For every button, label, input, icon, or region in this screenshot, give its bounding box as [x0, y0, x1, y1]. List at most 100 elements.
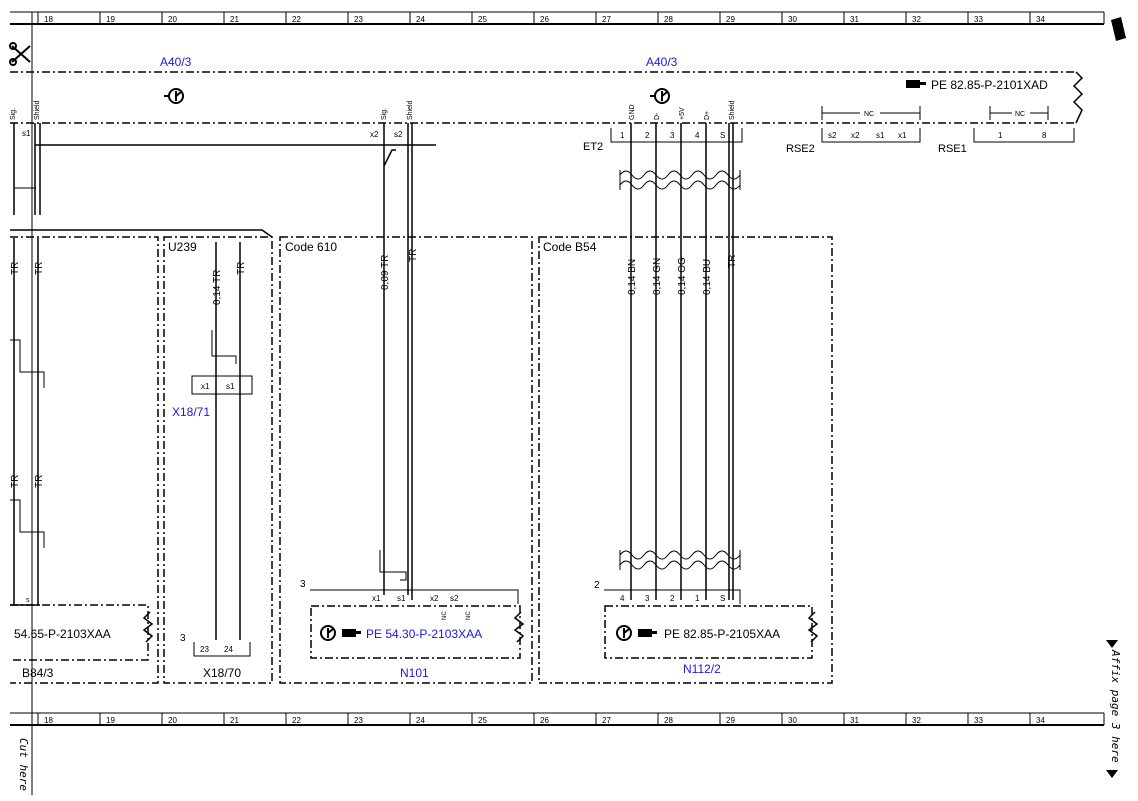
- svg-text:23: 23: [200, 645, 209, 654]
- ruler-number: 22: [292, 15, 301, 24]
- n112-pin: 2: [670, 594, 675, 603]
- n101-pe-reference: PE 54.30-P-2103XAA: [366, 627, 482, 641]
- top-left-pins: Sig. Shield s1: [10, 100, 41, 138]
- x18-71-label: X18/71: [172, 405, 210, 419]
- ruler-number: 25: [478, 15, 487, 24]
- x18-70-num: 3: [180, 633, 186, 644]
- break-markers: [142, 611, 819, 643]
- svg-text:TR: TR: [34, 475, 45, 488]
- rse1-nc-label: NC: [1015, 111, 1025, 118]
- module-a40-label-right: A40/3: [646, 55, 678, 69]
- svg-text:Shield: Shield: [34, 100, 41, 120]
- ruler-number: 21: [230, 15, 239, 24]
- pe-top-reference: PE 82.85-P-2101XAD: [931, 78, 1048, 92]
- et2-pin-number: 2: [645, 131, 650, 140]
- module-a40-label-left: A40/3: [160, 55, 192, 69]
- n101-label: N101: [400, 666, 429, 680]
- rse2-pin: x1: [898, 131, 907, 140]
- x18-70-connector: [193, 642, 251, 657]
- pointing-hand-icon: [906, 80, 926, 88]
- svg-text:x1: x1: [201, 382, 210, 391]
- ruler-number: 24: [416, 716, 425, 725]
- ruler-number: 19: [106, 716, 115, 725]
- ruler-number: 30: [788, 716, 797, 725]
- rse2-pin: x2: [851, 131, 860, 140]
- x18-70-label: X18/70: [203, 666, 241, 680]
- et2-pin-number: 4: [695, 131, 700, 140]
- left-group-name: B84/3: [22, 666, 54, 680]
- module-icon: [616, 625, 632, 641]
- module-icon: [320, 625, 336, 641]
- left-group-pe-reference: 54.65-P-2103XAA: [14, 627, 111, 641]
- module-icon: [650, 88, 670, 104]
- ruler-number: 20: [168, 716, 177, 725]
- document-corner-icon: [1109, 17, 1126, 43]
- ruler-number: 28: [664, 716, 673, 725]
- rse1-connector: [973, 106, 1075, 143]
- ruler-number: 24: [416, 15, 425, 24]
- ruler-number: 29: [726, 716, 735, 725]
- module-a40-box: [10, 71, 1084, 124]
- cut-here-text: Cut here: [17, 738, 30, 791]
- et2-pin-label: GND: [629, 104, 636, 120]
- svg-text:0,14 TR: 0,14 TR: [212, 270, 223, 305]
- affix-arrow-icon: [1106, 640, 1118, 778]
- module-icon: [164, 88, 184, 104]
- u239-title: U239: [168, 240, 197, 254]
- top-mid-pins: Sig. Shield x2 s2: [370, 100, 414, 139]
- svg-text:s2: s2: [394, 130, 403, 139]
- svg-text:NC: NC: [442, 611, 448, 620]
- ruler-number: 30: [788, 15, 797, 24]
- et2-pin-number: S: [720, 131, 725, 140]
- codeb54-wire-label: 0,14 BU: [702, 259, 713, 295]
- svg-text:s: s: [26, 597, 30, 604]
- svg-text:s1: s1: [226, 382, 235, 391]
- n101-pins: x1 s1 x2 s2 NC NC: [372, 594, 472, 620]
- twisted-pair-markers: [10, 160, 741, 581]
- codeb54-wire-label: 0,14 GN: [652, 258, 663, 295]
- ruler-number: 23: [354, 15, 363, 24]
- n112-connector-frame: [604, 589, 741, 604]
- ruler-number: 23: [354, 716, 363, 725]
- n101-connector-frame: [310, 589, 519, 604]
- ruler-number: 25: [478, 716, 487, 725]
- affix-page-text: Affix page 3 here: [1109, 649, 1122, 763]
- rse2-connector-label: RSE2: [786, 143, 815, 155]
- codeb54-wire-label: TR: [727, 255, 738, 268]
- svg-text:1: 1: [998, 131, 1003, 140]
- ruler-number: 33: [974, 716, 983, 725]
- et2-connector-label: ET2: [583, 141, 603, 153]
- et2-pin-label: Shield: [729, 100, 736, 120]
- n112-pin: 4: [620, 594, 625, 603]
- code610-wire-labels: 0,09 TR TR: [380, 249, 419, 290]
- svg-text:s1: s1: [22, 129, 31, 138]
- svg-text:s2: s2: [450, 594, 459, 603]
- svg-text:Shield: Shield: [407, 100, 414, 120]
- ruler-number: 20: [168, 15, 177, 24]
- code610-title: Code 610: [285, 240, 337, 254]
- ruler-number: 34: [1036, 716, 1045, 725]
- left-group-wire-labels: TR TR TR TR s: [10, 262, 45, 604]
- rse2-pin: s1: [876, 131, 885, 140]
- x18-71-pins: x1 s1: [201, 382, 235, 391]
- svg-text:x2: x2: [430, 594, 439, 603]
- svg-text:8: 8: [1042, 131, 1047, 140]
- et2-pin-label: +5V: [679, 107, 686, 120]
- wires: [10, 123, 734, 640]
- svg-text:TR: TR: [408, 249, 419, 262]
- svg-text:0,09 TR: 0,09 TR: [380, 255, 391, 290]
- left-group-top-bar: [10, 229, 273, 238]
- rse2-nc-label: NC: [864, 111, 874, 118]
- n112-pe-reference: PE 82.85-P-2105XAA: [664, 627, 780, 641]
- rse1-pin-labels: 1 8: [998, 131, 1047, 140]
- ruler-number: 34: [1036, 15, 1045, 24]
- svg-text:TR: TR: [10, 262, 21, 275]
- svg-text:s1: s1: [397, 594, 406, 603]
- pointing-hand-icon: [638, 629, 657, 637]
